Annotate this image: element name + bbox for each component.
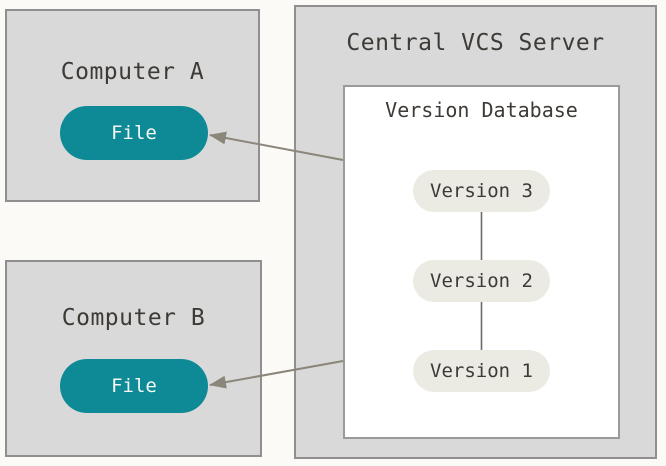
version-database-box: Version Database Version 3 Version 2 Ver…	[343, 85, 620, 439]
central-vcs-server-title: Central VCS Server	[346, 30, 605, 56]
version-pill: Version 2	[413, 260, 550, 302]
computer-b-file-label: File	[111, 375, 157, 397]
computer-a-file-pill: File	[60, 106, 208, 160]
version-2-label: Version 2	[430, 270, 533, 292]
computer-a-box: Computer A File	[5, 9, 260, 202]
computer-b-box: Computer B File	[5, 260, 262, 457]
central-vcs-server-box: Central VCS Server Version Database Vers…	[294, 5, 657, 459]
version-3-label: Version 3	[430, 180, 533, 202]
computer-a-file-label: File	[111, 122, 157, 144]
version-pill: Version 1	[413, 350, 550, 392]
version-pill: Version 3	[413, 170, 550, 212]
computer-a-title: Computer A	[60, 59, 205, 85]
computer-b-title: Computer B	[61, 305, 206, 331]
computer-b-file-pill: File	[60, 359, 208, 413]
version-database-title: Version Database	[385, 98, 578, 122]
version-1-label: Version 1	[430, 360, 533, 382]
